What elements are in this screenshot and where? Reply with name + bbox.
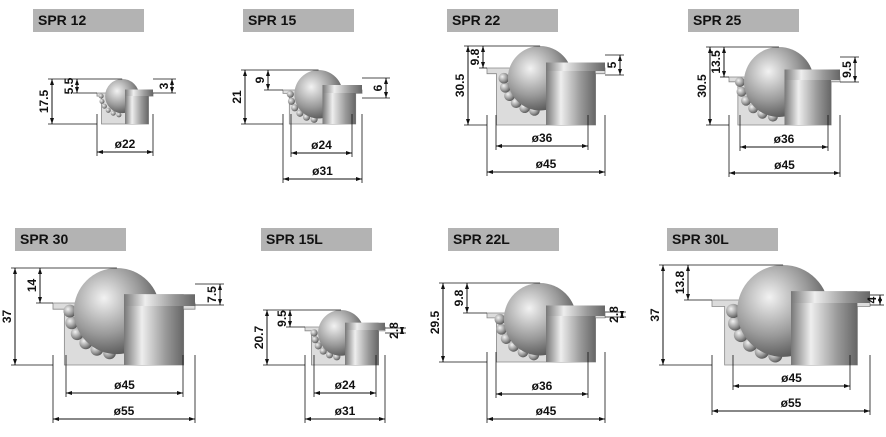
unit-title: SPR 15 xyxy=(243,9,354,32)
unit-drawing-spr-30: 37 14 7.5 ø45 ø55 xyxy=(0,267,224,423)
unit-drawing-spr-30l: 37 13.8 4 ø45 ø55 xyxy=(648,264,884,415)
diameter-label: ø45 xyxy=(536,404,557,418)
dimension-label: 17.5 xyxy=(37,89,51,113)
bearing-ball xyxy=(63,304,77,318)
unit-title: SPR 22 xyxy=(447,9,558,32)
unit-title: SPR 30L xyxy=(667,228,778,251)
unit-drawing-spr-12: 17.5 5.5 3 ø22 xyxy=(37,77,176,156)
unit-drawing-spr-15: 21 9 6 ø24 ø31 xyxy=(230,69,390,183)
bearing-ball xyxy=(116,112,122,118)
diameter-label: ø31 xyxy=(335,404,356,418)
dimension-label: 21 xyxy=(230,90,244,104)
diameter-label: ø36 xyxy=(532,131,553,145)
cutaway-body xyxy=(791,291,858,365)
unit-title: SPR 22L xyxy=(448,228,559,251)
flange xyxy=(322,85,362,93)
flange xyxy=(125,89,153,96)
dimension-label: 37 xyxy=(648,308,662,322)
diameter-label: ø22 xyxy=(115,137,136,151)
dimension-label: 7.5 xyxy=(205,286,219,303)
unit-drawing-spr-25: 30.513.5 9.5 ø36 ø45 xyxy=(695,46,859,177)
bearing-ball xyxy=(101,103,107,109)
dimension-label: 9.8 xyxy=(468,48,482,65)
diameter-label: ø45 xyxy=(114,378,135,392)
bearing-ball xyxy=(98,93,104,99)
cutaway-body xyxy=(124,294,184,365)
diameter-label: ø36 xyxy=(774,132,795,146)
diameter-label: ø45 xyxy=(781,371,802,385)
bearing-ball xyxy=(286,90,294,98)
flange xyxy=(791,291,870,303)
dimension-label: 29.5 xyxy=(428,310,442,334)
dimension-label: 3 xyxy=(157,82,171,89)
diameter-label: ø45 xyxy=(774,158,795,172)
unit-title: SPR 12 xyxy=(33,9,144,32)
bearing-ball xyxy=(736,86,747,97)
dimension-label: 9.8 xyxy=(452,289,466,306)
flange xyxy=(546,305,605,316)
unit-drawing-spr-22l: 29.5 9.8 2.8 ø36 ø45 xyxy=(428,282,626,423)
unit-title: SPR 25 xyxy=(688,9,799,32)
diameter-label: ø36 xyxy=(532,379,553,393)
dimension-label: 20.7 xyxy=(252,325,266,349)
diameter-label: ø24 xyxy=(335,378,356,392)
dimension-label: 5 xyxy=(605,61,619,68)
diameter-label: ø45 xyxy=(536,157,557,171)
diameter-label: ø24 xyxy=(311,138,332,152)
bearing-ball xyxy=(105,107,111,113)
flange xyxy=(345,322,385,330)
unit-title: SPR 15L xyxy=(261,228,372,251)
diameter-label: ø55 xyxy=(781,396,802,410)
cutaway-body xyxy=(125,89,149,124)
bearing-ball xyxy=(287,97,296,105)
bearing-ball xyxy=(311,336,319,344)
dimension-label: 14 xyxy=(25,279,39,293)
dimension-label: 9.5 xyxy=(840,61,854,78)
bearing-ball xyxy=(291,104,299,112)
dimension-label: 9 xyxy=(253,76,267,83)
bearing-ball xyxy=(99,98,105,104)
dimension-label: 6 xyxy=(371,84,385,91)
bearing-ball xyxy=(496,324,507,335)
bearing-ball xyxy=(314,342,322,350)
flange xyxy=(546,62,605,71)
unit-drawing-spr-15l: 20.7 9.5 2.8 ø24 ø31 xyxy=(252,309,406,423)
dimension-label: 2.8 xyxy=(607,306,621,323)
flange xyxy=(784,69,840,80)
dimension-label: 37 xyxy=(0,310,14,324)
bearing-ball xyxy=(498,72,510,84)
dimension-label: 13.5 xyxy=(709,50,723,74)
diameter-label: ø55 xyxy=(114,404,135,418)
dimension-label: 5.5 xyxy=(62,77,76,94)
flange xyxy=(124,294,195,306)
dimension-label: 9.5 xyxy=(275,310,289,327)
dimension-label: 4 xyxy=(865,296,879,303)
bearing-ball xyxy=(499,82,511,93)
bearing-ball xyxy=(310,329,318,337)
unit-drawing-spr-22: 30.59.8 5 ø36 ø45 xyxy=(453,45,624,176)
bearing-ball xyxy=(110,110,116,116)
bearing-ball xyxy=(734,76,745,87)
bearing-ball xyxy=(494,313,506,325)
dimension-label: 13.8 xyxy=(673,270,687,294)
bearing-ball xyxy=(726,303,741,319)
unit-title: SPR 30 xyxy=(15,228,126,251)
dimension-label: 2.8 xyxy=(387,322,401,339)
dimension-label: 30.5 xyxy=(695,74,709,98)
cutaway-body xyxy=(546,62,596,125)
diameter-label: ø31 xyxy=(312,164,333,178)
dimension-label: 30.5 xyxy=(453,73,467,97)
